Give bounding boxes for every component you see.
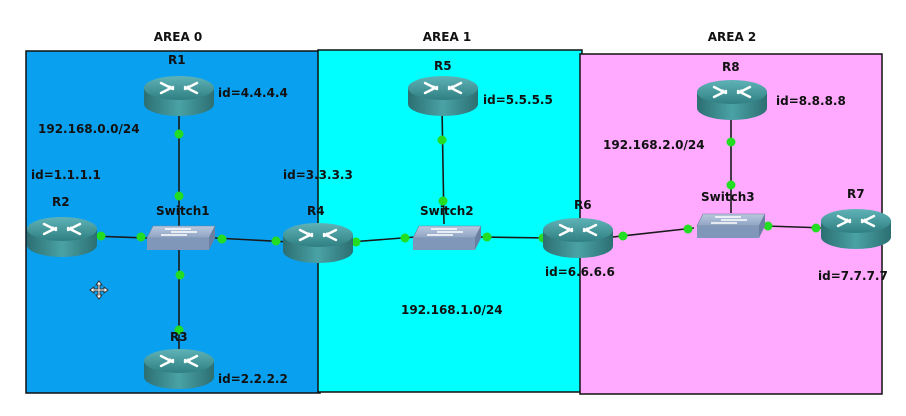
port-dot	[400, 233, 410, 243]
router-r3[interactable]	[142, 347, 216, 391]
port-dot	[96, 231, 106, 241]
router-icon	[541, 216, 615, 260]
router-icon	[142, 74, 216, 118]
router-r4-name: R4	[307, 204, 325, 218]
router-r2-id: id=1.1.1.1	[31, 168, 101, 182]
router-r7[interactable]	[819, 207, 893, 251]
router-r1-name: R1	[168, 53, 186, 67]
switch-icon	[146, 225, 216, 251]
router-r3-name: R3	[170, 330, 188, 344]
router-r1[interactable]	[142, 74, 216, 118]
port-dot	[618, 231, 628, 241]
area-0-title: AREA 0	[154, 30, 203, 44]
router-r7-name: R7	[847, 187, 865, 201]
router-r7-id: id=7.7.7.7	[818, 269, 888, 283]
router-r3-id: id=2.2.2.2	[218, 372, 288, 386]
port-dot	[438, 196, 448, 206]
router-r8-id: id=8.8.8.8	[776, 94, 846, 108]
router-r6-id: id=6.6.6.6	[545, 265, 615, 279]
router-icon	[25, 215, 99, 259]
port-dot	[174, 325, 184, 335]
port-dot	[763, 221, 773, 231]
port-dot	[174, 129, 184, 139]
router-r8[interactable]	[695, 78, 769, 122]
router-icon	[406, 74, 480, 118]
router-icon	[142, 347, 216, 391]
network-area2-label: 192.168.2.0/24	[603, 138, 705, 152]
router-r6[interactable]	[541, 216, 615, 260]
switch-icon	[696, 213, 766, 239]
router-r5-name: R5	[434, 59, 452, 73]
port-dot	[217, 234, 227, 244]
port-dot	[351, 237, 361, 247]
switch-icon	[412, 225, 482, 251]
router-icon	[819, 207, 893, 251]
router-r5[interactable]	[406, 74, 480, 118]
port-dot	[271, 236, 281, 246]
router-r1-id: id=4.4.4.4	[218, 86, 288, 100]
port-dot	[683, 224, 693, 234]
switch-sw1[interactable]	[146, 225, 216, 251]
router-r2-name: R2	[52, 195, 70, 209]
switch-sw2[interactable]	[412, 225, 482, 251]
port-dot	[482, 232, 492, 242]
router-icon	[281, 221, 355, 265]
switch-sw3[interactable]	[696, 213, 766, 239]
switch-sw1-name: Switch1	[156, 204, 210, 218]
router-r5-id: id=5.5.5.5	[483, 93, 553, 107]
network-area1-label: 192.168.1.0/24	[401, 303, 503, 317]
switch-sw2-name: Switch2	[420, 204, 474, 218]
port-dot	[136, 232, 146, 242]
port-dot	[175, 270, 185, 280]
port-dot	[174, 191, 184, 201]
area-2-title: AREA 2	[708, 30, 757, 44]
router-r4[interactable]	[281, 221, 355, 265]
router-r2[interactable]	[25, 215, 99, 259]
area-1-title: AREA 1	[423, 30, 472, 44]
router-r8-name: R8	[722, 60, 740, 74]
port-dot	[811, 223, 821, 233]
router-r4-id: id=3.3.3.3	[283, 168, 353, 182]
router-icon	[695, 78, 769, 122]
port-dot	[437, 135, 447, 145]
switch-sw3-name: Switch3	[701, 190, 755, 204]
network-area0-label: 192.168.0.0/24	[38, 122, 140, 136]
port-dot	[726, 137, 736, 147]
port-dot	[726, 180, 736, 190]
move-cursor-icon	[89, 280, 109, 300]
router-r6-name: R6	[574, 198, 592, 212]
